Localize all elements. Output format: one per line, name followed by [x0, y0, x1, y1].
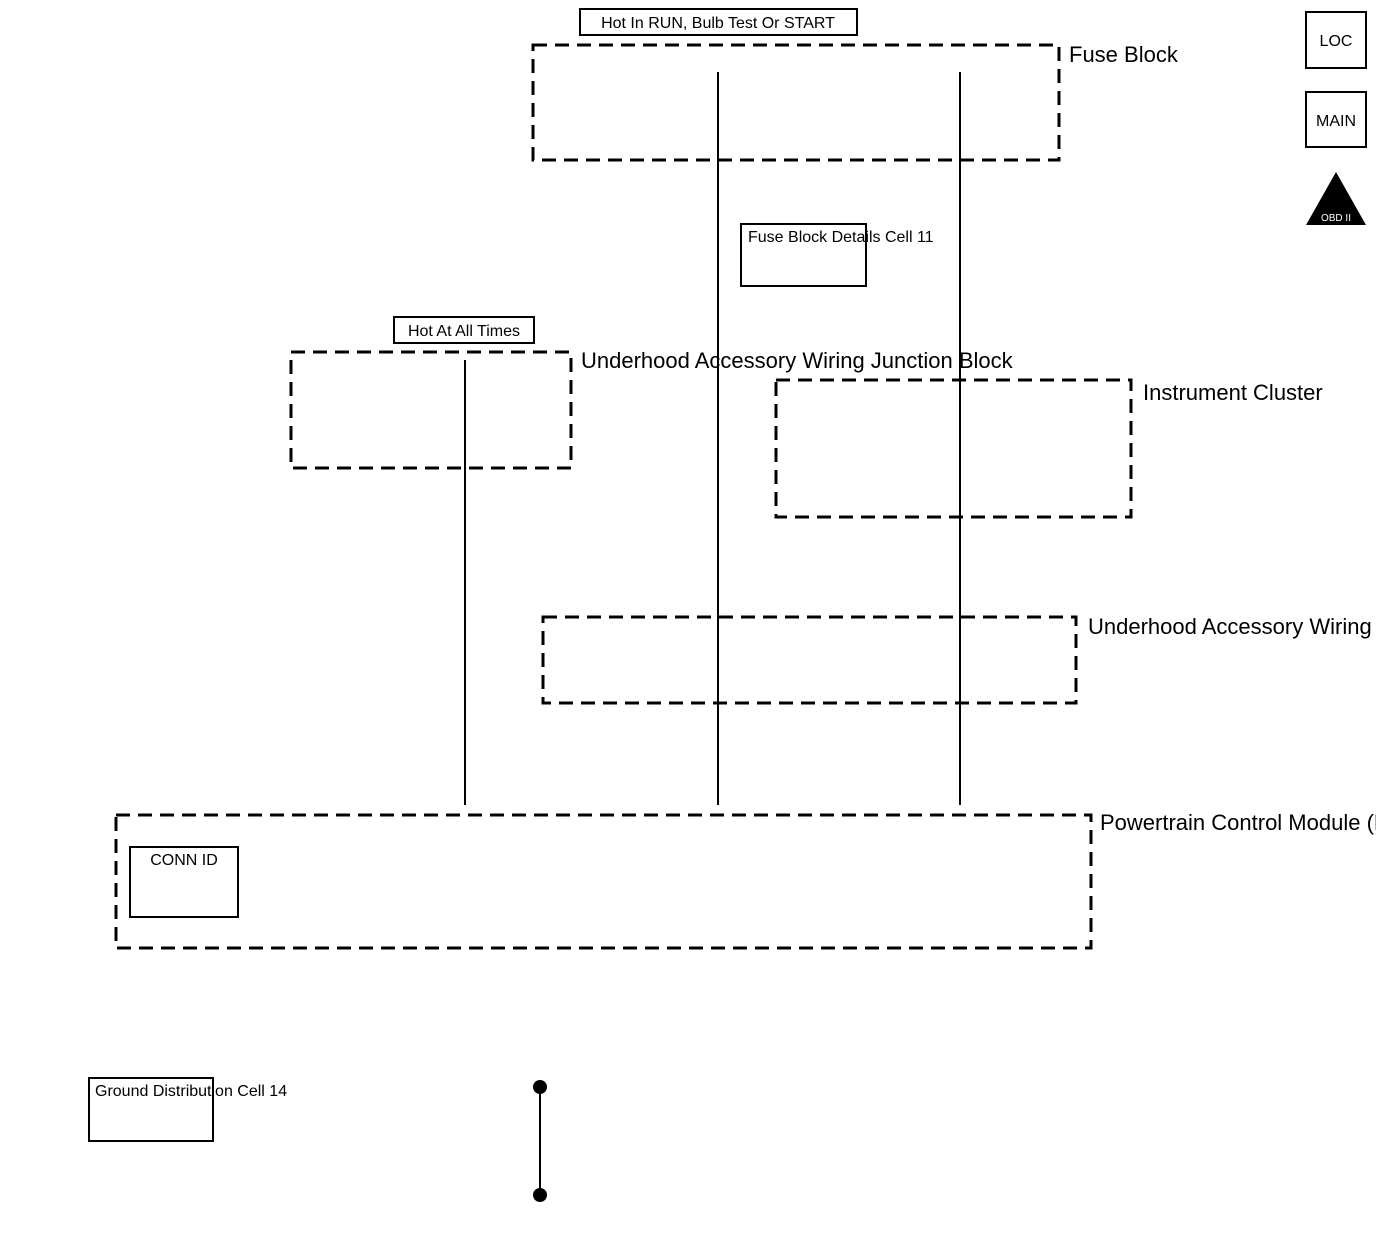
loc-badge — [1305, 11, 1367, 69]
pcm-box — [114, 813, 1093, 950]
conn-id-title: CONN ID — [150, 852, 218, 869]
ground-point — [533, 1188, 547, 1202]
underhood-junction-lower-box — [541, 615, 1078, 705]
ground-splice — [533, 1080, 547, 1094]
loc-badge-label: LOC — [1320, 33, 1353, 50]
hot-all-label-box — [393, 316, 535, 344]
fuse-block-box — [531, 43, 1061, 162]
main-badge-label: MAIN — [1316, 113, 1356, 130]
instrument-cluster-box — [774, 378, 1133, 519]
ground-distribution-box — [88, 1077, 214, 1142]
fuse-block-title: Fuse Block — [1069, 42, 1179, 67]
ground-distribution-note: Ground Distribution Cell 14 — [95, 1083, 287, 1100]
underhood-junction-upper-box — [289, 350, 573, 470]
fuse-details-note-box — [740, 223, 867, 287]
fuse-details-note: Fuse Block Details Cell 11 — [748, 229, 934, 246]
conn-id-box — [129, 846, 239, 918]
underhood-title-upper: Underhood Accessory Wiring Junction Bloc… — [581, 348, 1014, 373]
hot-all-label: Hot At All Times — [408, 323, 520, 340]
pcm-title: Powertrain Control Module (PCM) — [1100, 810, 1376, 835]
instrument-cluster-title: Instrument Cluster — [1143, 380, 1323, 405]
obd-badge-icon — [1306, 172, 1366, 225]
hot-run-label: Hot In RUN, Bulb Test Or START — [601, 15, 835, 32]
main-badge — [1305, 91, 1367, 148]
obd-badge-label: OBD II — [1321, 213, 1351, 224]
underhood-title-lower: Underhood Accessory Wiring Junction Bloc… — [1088, 614, 1376, 639]
hot-run-label-box — [579, 8, 858, 36]
